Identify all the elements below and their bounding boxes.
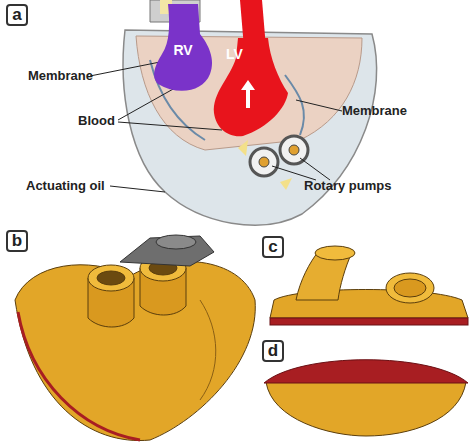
inflow-opening [394, 279, 426, 297]
leader-line [118, 122, 222, 130]
panel-letter: b [12, 231, 22, 251]
part-label: Rotary pumps [304, 178, 391, 193]
oil-chamber [266, 382, 466, 436]
leader-line [300, 158, 330, 180]
panel-label: c [262, 236, 284, 258]
leader-line [118, 88, 175, 120]
part-label: Membrane [28, 68, 93, 83]
panel-label: a [6, 4, 28, 26]
rotary-pump [250, 148, 278, 176]
panel-letter: c [268, 237, 277, 257]
outflow-connector [120, 236, 214, 266]
chamber-label: LV [226, 46, 243, 62]
left-ventricle: LV [208, 38, 290, 138]
leader-line [90, 62, 160, 76]
pump-hub [289, 145, 299, 155]
heart-housing [15, 261, 255, 440]
tube-opening [315, 246, 355, 260]
part-label: Actuating oil [26, 178, 105, 193]
chamber-fill [214, 38, 288, 136]
chamber-label: RV [173, 42, 192, 58]
flow-arrow [280, 178, 292, 190]
panel-letter: a [12, 5, 21, 25]
leader-line [110, 186, 165, 192]
inlet-ring [88, 265, 134, 291]
membrane-band [270, 318, 468, 325]
part-label: Blood [78, 113, 115, 128]
part-label: Membrane [342, 103, 407, 118]
leader-line [296, 100, 342, 111]
housing-seam [200, 300, 216, 400]
panel-letter: d [268, 341, 278, 361]
rotary-pump [280, 136, 308, 164]
inlet-opening [97, 271, 125, 285]
panel-label: d [262, 340, 284, 362]
flow-arrow [238, 140, 248, 156]
outflow-connector [156, 235, 196, 249]
housing-rim [18, 312, 140, 440]
leader-line [272, 166, 316, 180]
chamber-shape [208, 38, 290, 138]
panel-label: b [6, 230, 28, 252]
membrane-line [285, 75, 304, 135]
inflow-ring [386, 273, 434, 303]
membrane-dome [264, 360, 468, 383]
pump-hub [259, 157, 269, 167]
right-ventricle: RV [148, 4, 218, 96]
chamber-fill [154, 4, 212, 91]
